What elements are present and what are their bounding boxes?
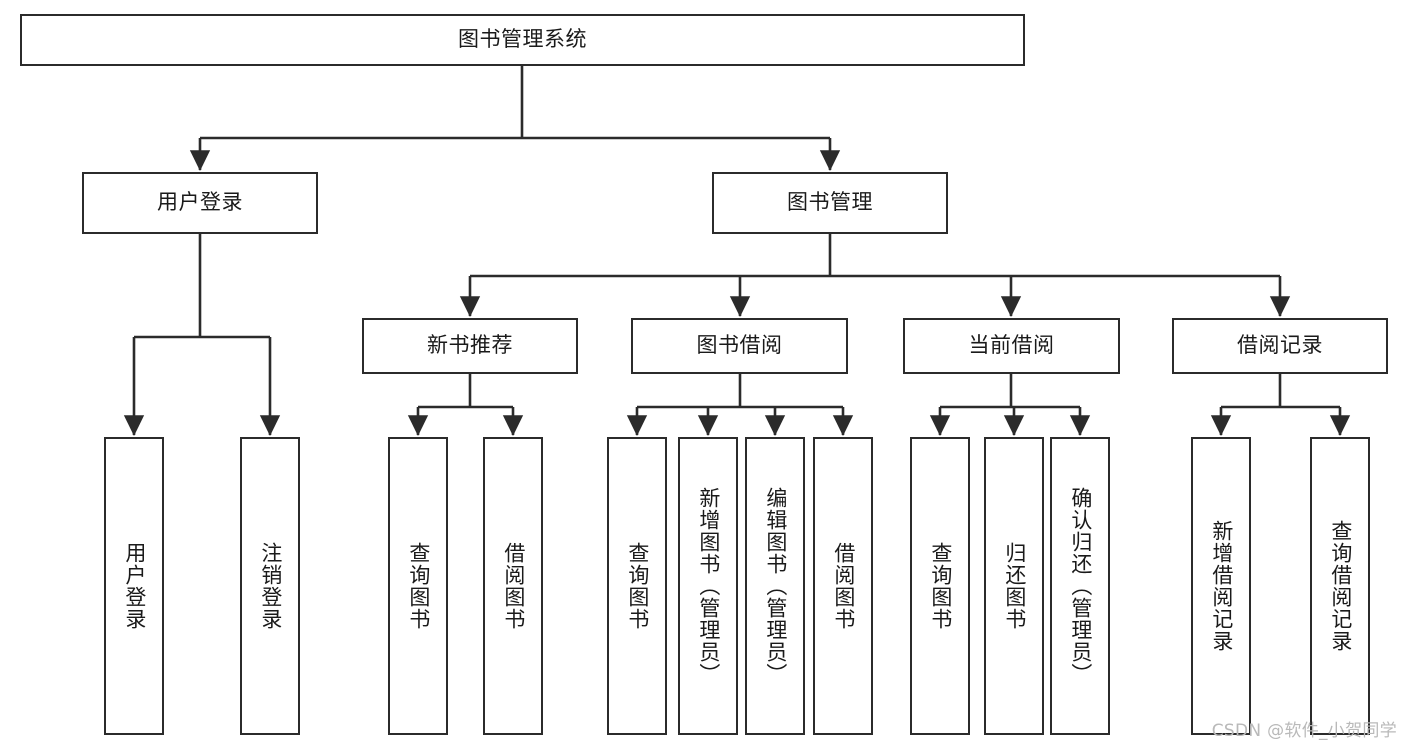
node-leaf-edit-book-label: 编辑图书（管理员） xyxy=(763,487,788,685)
node-book-borrow-label: 图书借阅 xyxy=(696,333,783,358)
node-leaf-query-book-2-label: 查询图书 xyxy=(625,542,650,630)
node-current-borrow[interactable]: 当前借阅 xyxy=(903,318,1120,374)
node-leaf-return-book[interactable]: 归还图书 xyxy=(984,437,1044,735)
node-leaf-user-logout-label: 注销登录 xyxy=(258,542,283,630)
node-leaf-return-book-label: 归还图书 xyxy=(1002,542,1027,630)
node-root-label: 图书管理系统 xyxy=(458,27,587,52)
node-leaf-query-book-2[interactable]: 查询图书 xyxy=(607,437,667,735)
node-leaf-add-book[interactable]: 新增图书（管理员） xyxy=(678,437,738,735)
watermark-text: CSDN @软件_小贺同学 xyxy=(1211,721,1397,741)
node-leaf-query-record[interactable]: 查询借阅记录 xyxy=(1310,437,1370,735)
node-book-manage[interactable]: 图书管理 xyxy=(712,172,948,234)
node-leaf-user-login-label: 用户登录 xyxy=(122,542,147,630)
node-leaf-query-book-1[interactable]: 查询图书 xyxy=(388,437,448,735)
node-user-login[interactable]: 用户登录 xyxy=(82,172,318,234)
node-user-login-label: 用户登录 xyxy=(157,190,243,215)
node-leaf-edit-book[interactable]: 编辑图书（管理员） xyxy=(745,437,805,735)
node-leaf-confirm-return-label: 确认归还（管理员） xyxy=(1068,487,1093,685)
node-leaf-borrow-book-1[interactable]: 借阅图书 xyxy=(483,437,543,735)
node-new-book-rec-label: 新书推荐 xyxy=(427,333,513,358)
node-leaf-add-record[interactable]: 新增借阅记录 xyxy=(1191,437,1251,735)
node-leaf-query-book-3-label: 查询图书 xyxy=(928,542,953,630)
node-root[interactable]: 图书管理系统 xyxy=(20,14,1025,66)
node-current-borrow-label: 当前借阅 xyxy=(968,333,1055,358)
node-book-manage-label: 图书管理 xyxy=(787,190,873,215)
node-leaf-add-record-label: 新增借阅记录 xyxy=(1209,520,1234,652)
node-leaf-user-login[interactable]: 用户登录 xyxy=(104,437,164,735)
node-leaf-borrow-book-2-label: 借阅图书 xyxy=(831,542,856,630)
node-leaf-query-record-label: 查询借阅记录 xyxy=(1328,520,1353,652)
node-leaf-add-book-label: 新增图书（管理员） xyxy=(696,487,721,685)
node-leaf-query-book-1-label: 查询图书 xyxy=(406,542,431,630)
node-borrow-record[interactable]: 借阅记录 xyxy=(1172,318,1388,374)
node-leaf-borrow-book-2[interactable]: 借阅图书 xyxy=(813,437,873,735)
node-book-borrow[interactable]: 图书借阅 xyxy=(631,318,848,374)
node-borrow-record-label: 借阅记录 xyxy=(1237,333,1323,358)
node-leaf-user-logout[interactable]: 注销登录 xyxy=(240,437,300,735)
node-leaf-borrow-book-1-label: 借阅图书 xyxy=(501,542,526,630)
node-new-book-rec[interactable]: 新书推荐 xyxy=(362,318,578,374)
node-leaf-query-book-3[interactable]: 查询图书 xyxy=(910,437,970,735)
node-leaf-confirm-return[interactable]: 确认归还（管理员） xyxy=(1050,437,1110,735)
